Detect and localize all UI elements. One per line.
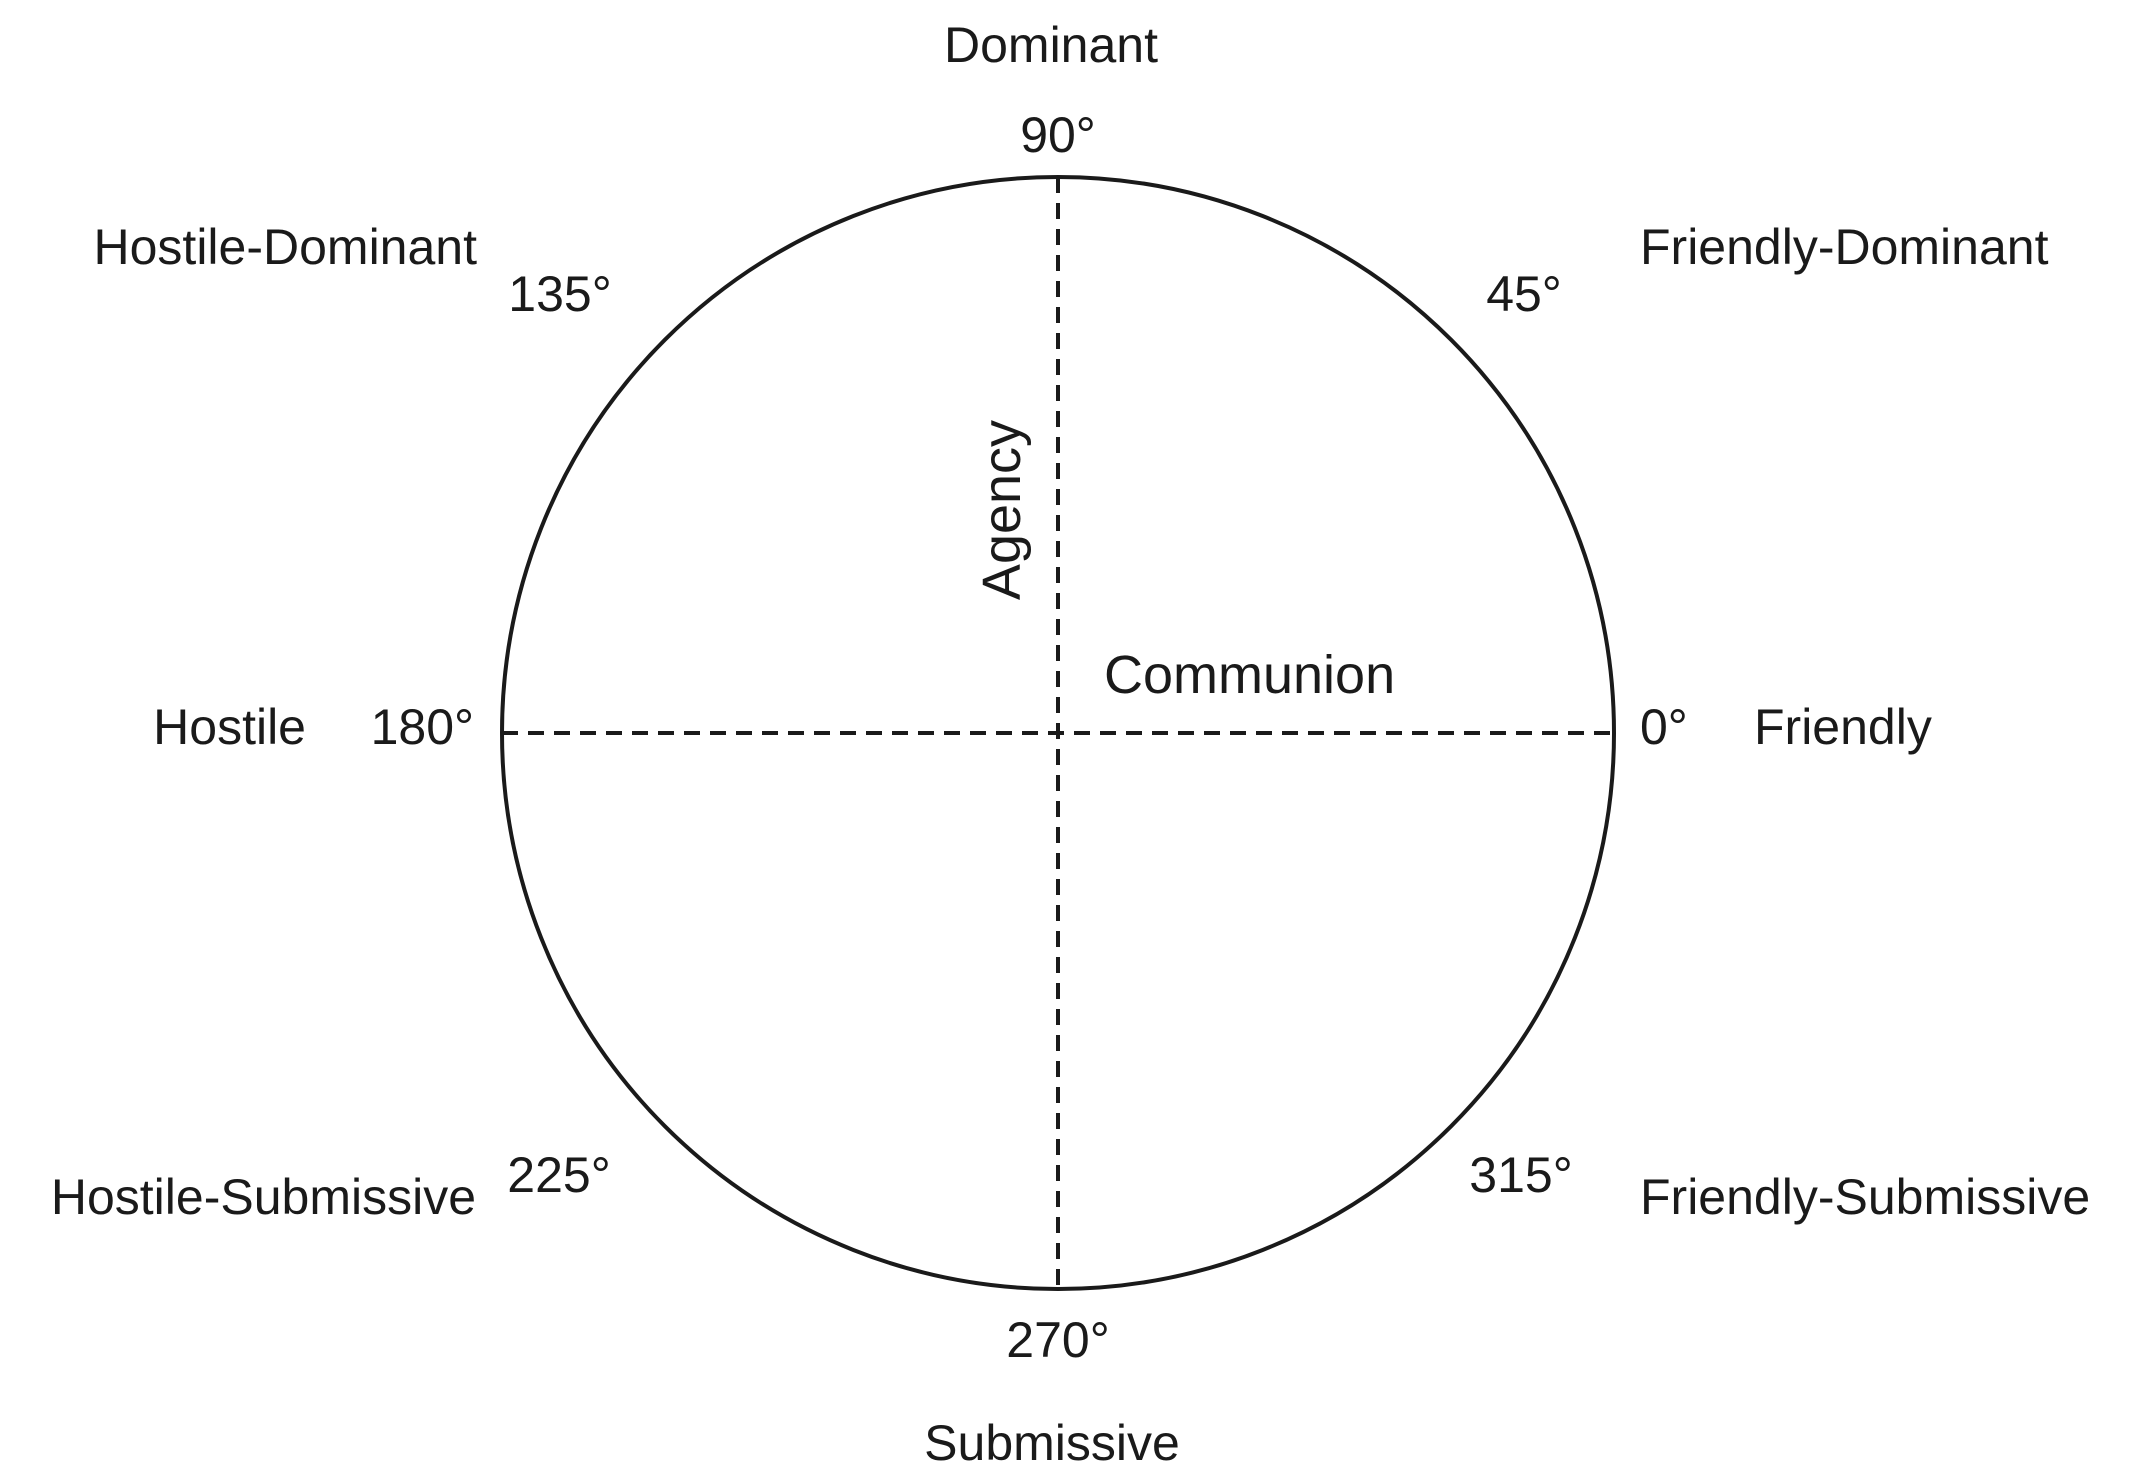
octant-label-friendly-dominant: Friendly-Dominant — [1640, 219, 2049, 275]
octant-label-friendly-submissive: Friendly-Submissive — [1640, 1169, 2090, 1225]
communion-axis-label: Communion — [1104, 645, 1395, 705]
angle-label-0: 0° — [1640, 699, 1688, 755]
agency-axis-label: Agency — [972, 420, 1032, 600]
octant-label-hostile: Hostile — [153, 699, 306, 755]
angle-label-180: 180° — [371, 699, 474, 755]
octant-label-hostile-dominant: Hostile-Dominant — [94, 219, 478, 275]
angle-label-90: 90° — [1020, 107, 1096, 163]
octant-label-dominant: Dominant — [944, 17, 1158, 73]
octant-label-submissive: Submissive — [924, 1415, 1180, 1471]
octant-label-hostile-submissive: Hostile-Submissive — [51, 1169, 476, 1225]
octant-label-friendly: Friendly — [1754, 699, 1932, 755]
angle-label-45: 45° — [1486, 266, 1562, 322]
angle-label-135: 135° — [508, 266, 611, 322]
angle-label-315: 315° — [1469, 1147, 1572, 1203]
angle-label-225: 225° — [507, 1147, 610, 1203]
angle-label-270: 270° — [1006, 1312, 1109, 1368]
